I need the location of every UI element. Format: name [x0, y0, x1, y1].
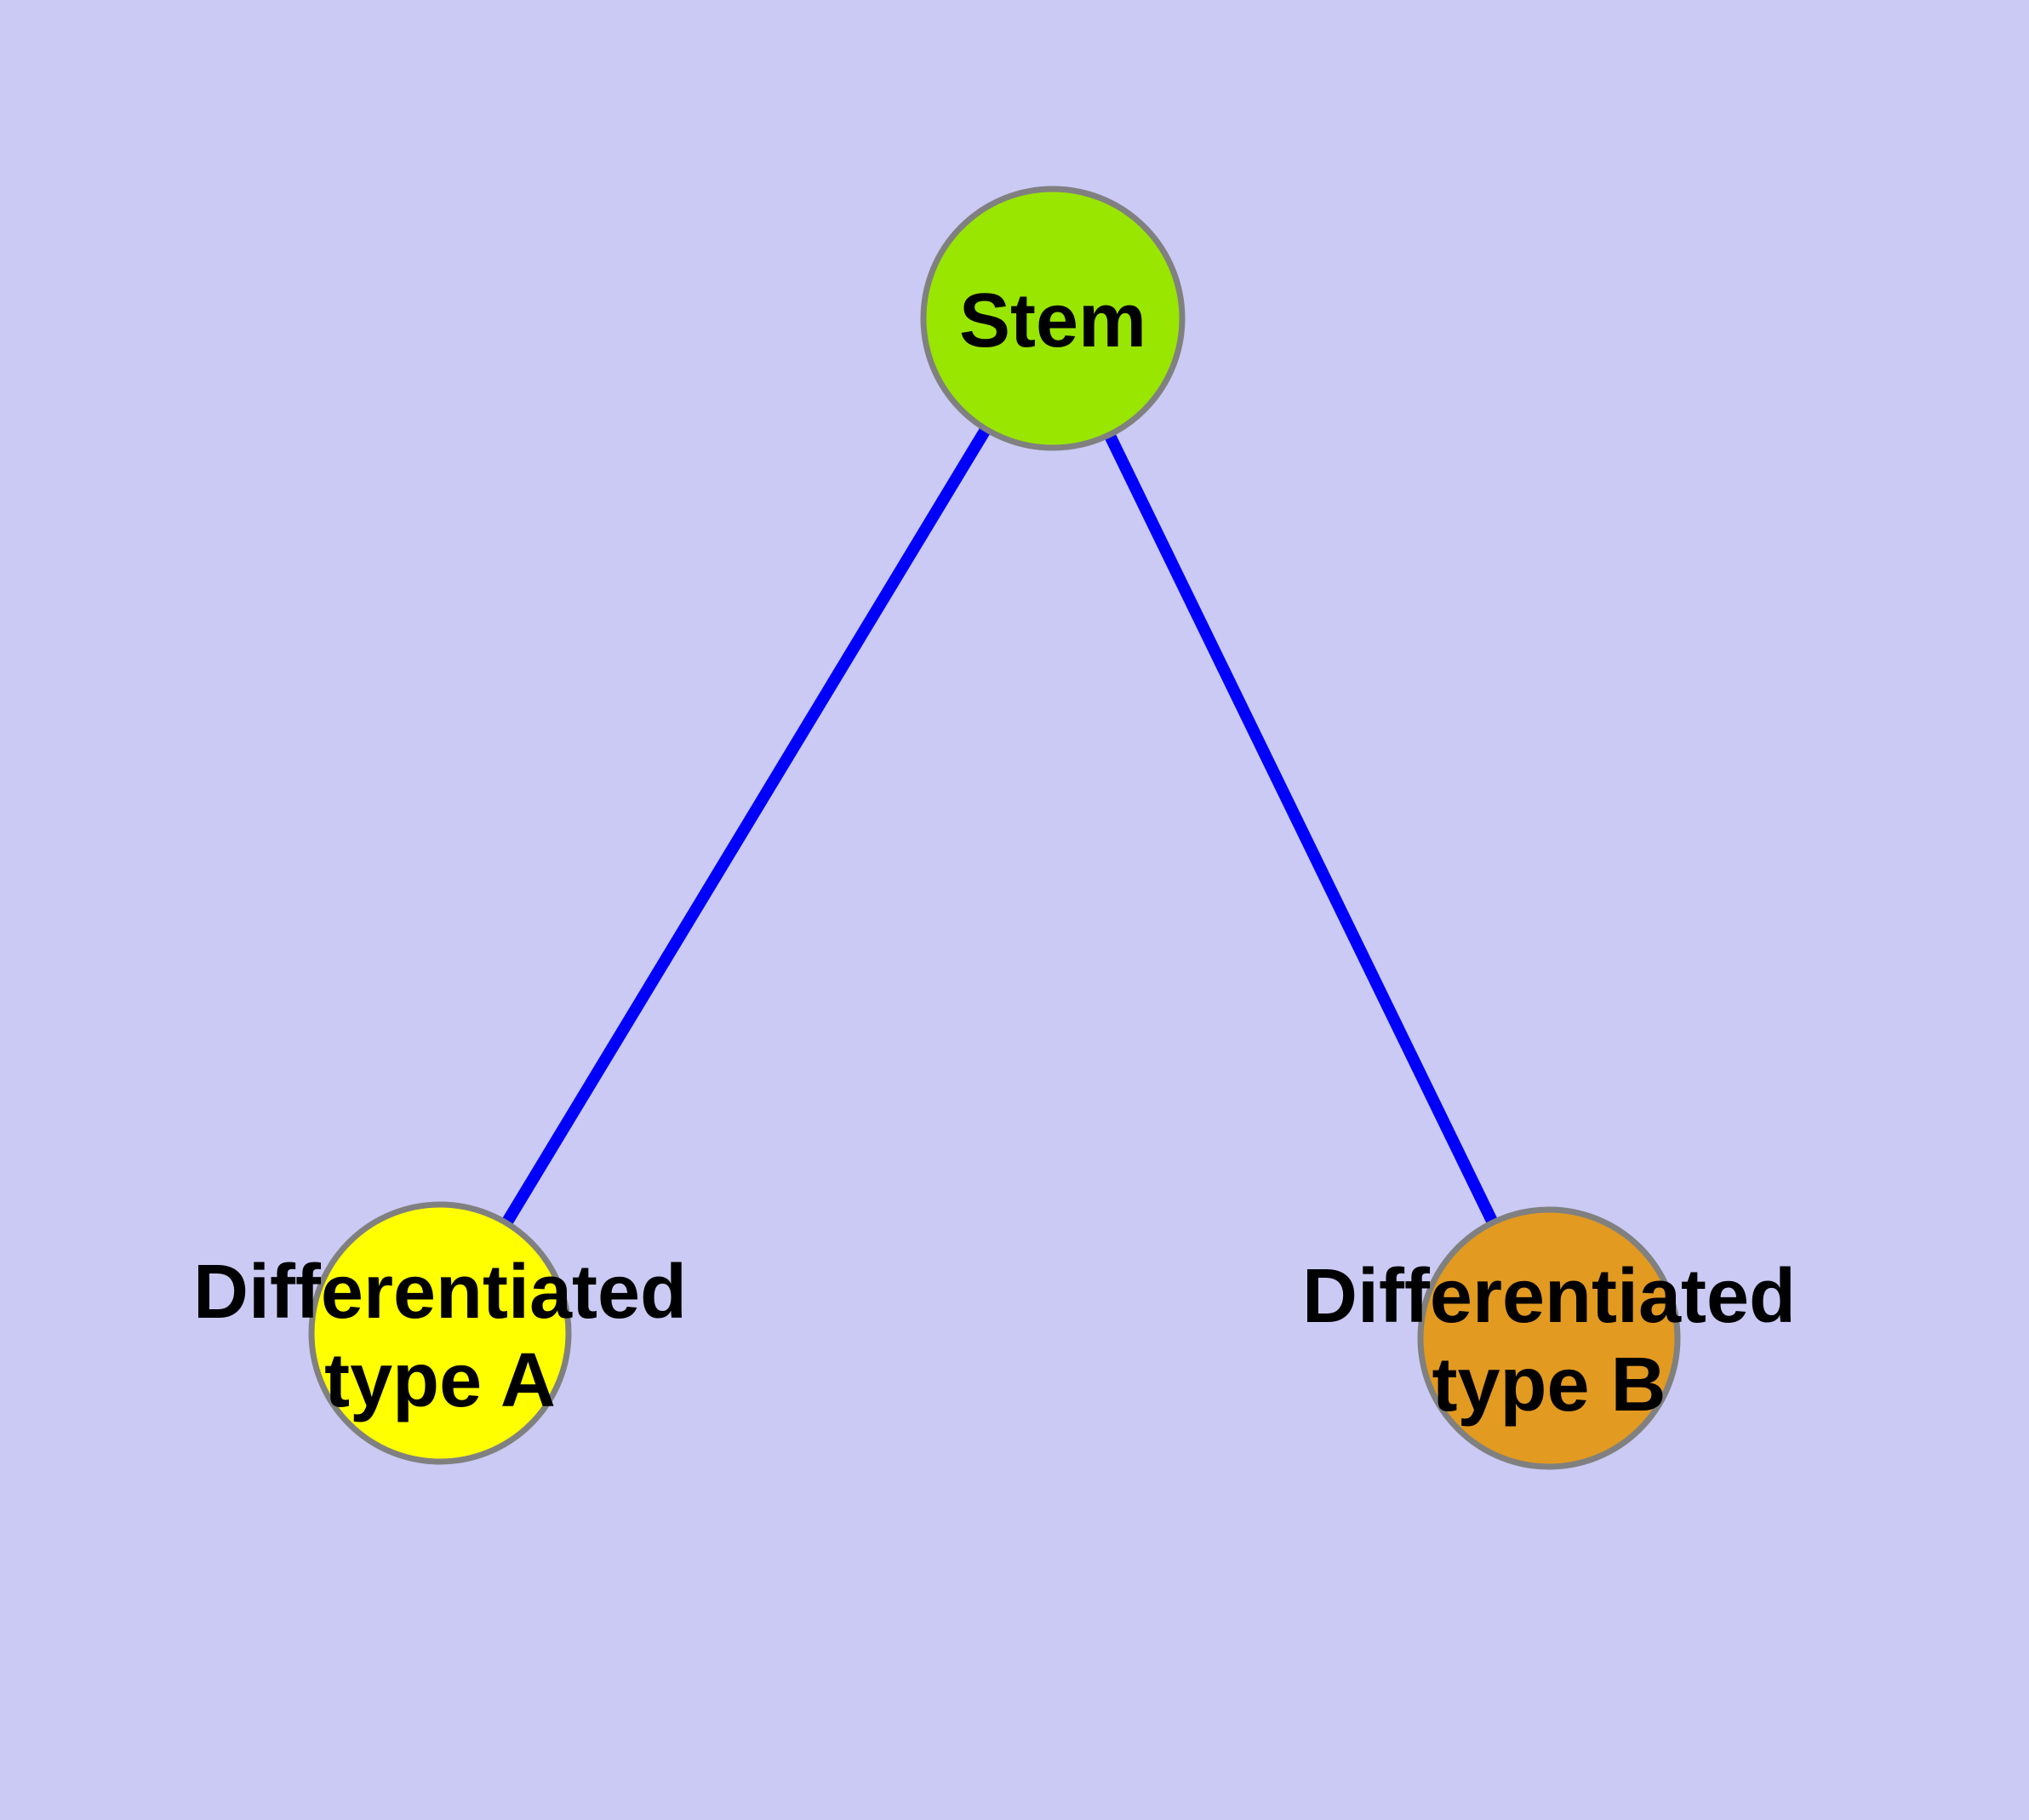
node-type-a-circle — [308, 1201, 572, 1465]
node-type-b: Differentiated type B — [1302, 1206, 1796, 1470]
node-stem: Stem — [920, 186, 1186, 451]
node-type-b-circle — [1417, 1206, 1681, 1470]
node-type-b-label-line1: Differentiated — [1302, 1254, 1796, 1339]
node-stem-circle — [920, 186, 1186, 451]
node-type-a: Differentiated type A — [193, 1201, 687, 1465]
edge-stem-to-type-a — [435, 315, 1058, 1336]
edge-group — [435, 315, 1555, 1342]
node-stem-label: Stem — [959, 278, 1146, 363]
edge-stem-to-type-b — [1047, 315, 1555, 1342]
node-type-b-label-line2: type B — [1432, 1342, 1666, 1428]
node-type-a-label-line2: type A — [324, 1338, 556, 1423]
node-type-a-label-line1: Differentiated — [193, 1250, 687, 1335]
